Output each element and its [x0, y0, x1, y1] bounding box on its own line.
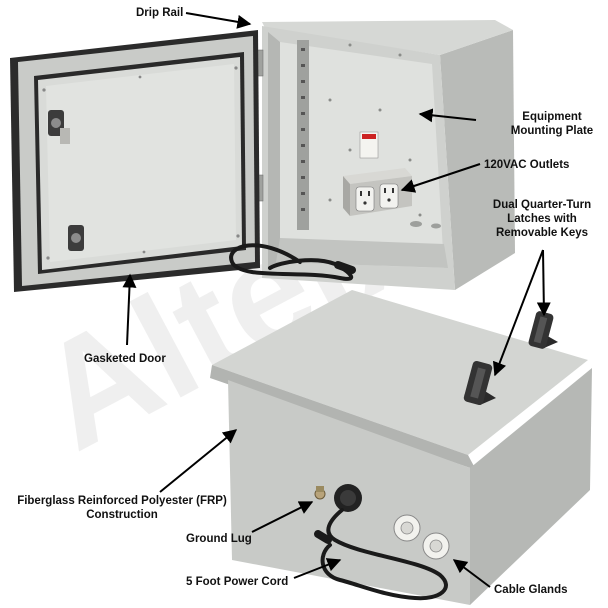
- cabinet-top: [262, 20, 513, 55]
- arrow-cable-glands: [452, 559, 491, 588]
- closed-latch-right: [528, 311, 558, 349]
- warning-label-stripe: [362, 134, 376, 139]
- closed-top: [212, 290, 588, 455]
- label-latches: Dual Quarter-Turn Latches with Removable…: [480, 198, 604, 240]
- power-cord-top: [229, 243, 356, 281]
- label-power-cord: 5 Foot Power Cord: [186, 576, 289, 588]
- label-mounting-plate: Equipment Mounting Plate: [500, 110, 604, 138]
- arrow-ground-lug: [251, 501, 314, 533]
- cabinet-side: [440, 30, 515, 290]
- ground-lug: [314, 486, 326, 500]
- label-latches-line2: Latches with: [507, 213, 577, 225]
- outlet-left: [355, 186, 375, 212]
- callout-arrows: [122, 12, 551, 588]
- mounting-plate-holes: [328, 43, 422, 217]
- label-latches-line1: Dual Quarter-Turn: [492, 199, 592, 211]
- label-cable-glands: Cable Glands: [494, 584, 568, 596]
- outlet-right: [379, 183, 399, 209]
- closed-enclosure: [210, 290, 592, 605]
- door-latch-bottom: [68, 225, 84, 251]
- arrow-latch-right: [536, 249, 551, 317]
- label-drip-rail: Drip Rail: [136, 7, 184, 19]
- cable-gland-1: [393, 514, 421, 542]
- cord-entry: [334, 484, 362, 512]
- door: [10, 30, 260, 292]
- label-latches-line3: Removable Keys: [495, 227, 589, 239]
- arrow-latch-left: [492, 249, 544, 377]
- arrow-drip-rail: [185, 12, 252, 29]
- label-frp-line1: Fiberglass Reinforced Polyester (FRP): [17, 495, 227, 507]
- label-frp-line2: Construction: [86, 509, 158, 521]
- interior-left-wall: [268, 32, 280, 270]
- label-mounting-plate-line2: Mounting Plate: [510, 125, 594, 137]
- arrow-power-cord: [293, 558, 342, 579]
- arrow-outlets: [400, 163, 481, 193]
- label-gasketed-door: Gasketed Door: [84, 353, 166, 365]
- floor-knockouts: [410, 221, 441, 229]
- label-outlets: 120VAC Outlets: [484, 159, 570, 171]
- mounting-rail: [297, 40, 309, 230]
- arrow-mounting-plate: [418, 108, 477, 123]
- label-mounting-plate-line1: Equipment: [522, 111, 582, 123]
- outlet-box: [343, 168, 412, 216]
- cable-gland-2: [422, 532, 450, 560]
- arrow-frp: [159, 429, 238, 493]
- door-screws: [42, 66, 240, 260]
- label-ground-lug: Ground Lug: [186, 533, 252, 545]
- closed-side: [470, 368, 592, 605]
- open-enclosure: [10, 20, 515, 292]
- power-cord-bottom: [314, 508, 448, 601]
- label-frp: Fiberglass Reinforced Polyester (FRP) Co…: [6, 494, 238, 522]
- closed-drip-edge: [210, 365, 476, 470]
- door-panel-inset: [46, 64, 236, 262]
- arrow-gasketed-door: [122, 273, 137, 346]
- door-latch-top: [48, 110, 70, 144]
- closed-latch-left: [463, 361, 496, 405]
